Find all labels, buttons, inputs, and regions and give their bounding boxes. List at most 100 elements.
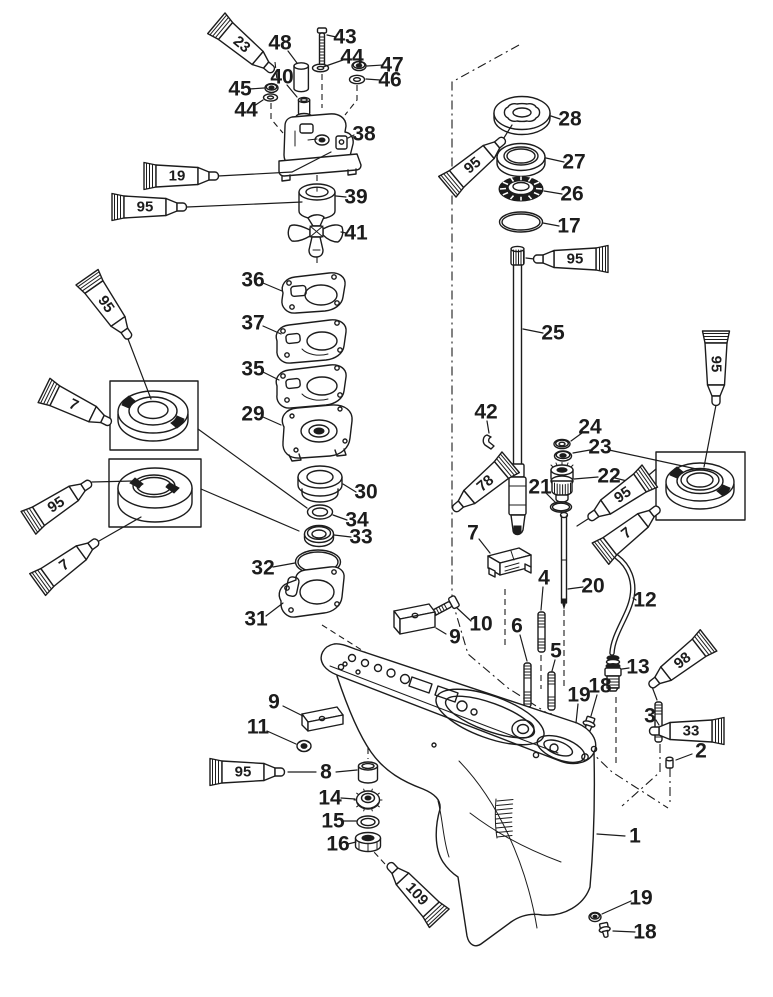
callout-leader-line xyxy=(333,534,352,538)
callout-leader-line xyxy=(265,602,284,617)
part-number-label: 2 xyxy=(695,740,707,763)
part-number-label: 12 xyxy=(633,589,656,612)
gearcase-housing-1 xyxy=(320,643,598,947)
callout-leader-line xyxy=(287,50,298,64)
part-number-label: 27 xyxy=(562,151,585,174)
part-number-label: 3 xyxy=(644,705,656,728)
alignment-dash-line xyxy=(274,61,278,81)
part-number-label: 41 xyxy=(344,222,368,245)
part-number-label: 19 xyxy=(567,684,590,707)
part-number-label: 37 xyxy=(241,312,264,335)
water-hose-12 xyxy=(609,554,636,656)
part-number-label: 14 xyxy=(318,787,342,810)
leader-line xyxy=(217,151,332,177)
part-number-label: 31 xyxy=(244,608,268,631)
lubricant-tube: 95 xyxy=(209,757,286,787)
lubricant-tube: 78 xyxy=(451,451,521,513)
callout-leader-line xyxy=(567,586,584,590)
callout-leader-line xyxy=(478,538,491,554)
lubricant-tube: 95 xyxy=(587,464,659,522)
part-number-label: 18 xyxy=(633,921,657,944)
callout-leader-line xyxy=(550,115,561,120)
part-number-label: 48 xyxy=(268,32,292,55)
part-number-label: 7 xyxy=(467,522,479,545)
oil-seal-33 xyxy=(303,524,335,548)
callout-leader-line xyxy=(545,492,557,504)
part-number-label: 38 xyxy=(352,123,376,146)
part-number-label: 25 xyxy=(541,322,565,345)
gasket-35 xyxy=(275,364,347,409)
part-number-label: 47 xyxy=(380,54,403,77)
tube-label: 19 xyxy=(169,168,186,185)
nut-11 xyxy=(296,739,312,753)
part-number-label: 42 xyxy=(474,401,497,424)
pin-2 xyxy=(665,756,674,769)
part-number-label: 15 xyxy=(321,810,345,833)
washer-24 xyxy=(553,438,571,450)
oil-seal-34 xyxy=(306,504,334,520)
leader-line xyxy=(186,201,303,208)
part-number-label: 34 xyxy=(345,509,369,532)
leader-line xyxy=(608,449,702,471)
callout-leader-line xyxy=(282,705,304,717)
part-number-label: 9 xyxy=(268,691,280,714)
callout-leader-line xyxy=(272,562,296,568)
tube-label: 95 xyxy=(235,764,252,781)
callout-leader-line xyxy=(573,476,599,480)
callout-leader-line xyxy=(575,703,579,724)
washer-44-left xyxy=(262,93,279,102)
callout-leader-line xyxy=(347,134,355,139)
callout-leader-line xyxy=(655,719,660,726)
callout-leader-line xyxy=(332,514,348,521)
washer-23 xyxy=(553,450,573,462)
callout-leader-line xyxy=(519,634,528,662)
part-number-label: 16 xyxy=(326,833,349,856)
leader-line xyxy=(197,428,308,509)
part-number-label: 45 xyxy=(228,78,252,101)
water-pump-housing-38 xyxy=(278,112,362,182)
callout-leader-line xyxy=(347,841,357,845)
callout-leader-line xyxy=(590,694,598,717)
sleeve-40 xyxy=(297,96,311,117)
callout-leader-line xyxy=(262,416,282,426)
pump-base-29 xyxy=(281,404,353,462)
group-boundary-dashdot-line xyxy=(451,44,520,600)
part-number-label: 39 xyxy=(344,186,367,209)
part-number-label: 1 xyxy=(629,825,641,848)
gasket-plate-31 xyxy=(278,566,345,618)
face-plate-36 xyxy=(281,272,346,314)
callout-leader-line xyxy=(262,325,282,335)
tube-nozzle xyxy=(648,505,661,518)
tube-nozzle xyxy=(532,254,544,264)
part-number-label: 13 xyxy=(626,656,649,679)
tube-nozzle xyxy=(87,538,100,551)
stud-4 xyxy=(537,611,546,653)
part-number-label: 22 xyxy=(597,465,620,488)
impeller-cup-39 xyxy=(298,183,336,220)
callout-leader-line xyxy=(486,420,490,434)
part-number-label: 29 xyxy=(241,403,264,426)
leader-line xyxy=(525,257,535,260)
washer-46 xyxy=(348,74,366,85)
o-ring-17 xyxy=(498,211,544,233)
callout-leader-line xyxy=(522,328,544,334)
gasket-37 xyxy=(275,319,347,364)
tube-label: 33 xyxy=(683,723,700,740)
part-number-label: 10 xyxy=(469,613,492,636)
callout-leader-line xyxy=(335,769,358,773)
callout-leader-line xyxy=(262,371,280,381)
lubricant-tube: 7 xyxy=(29,538,100,597)
callout-leader-line xyxy=(435,627,447,635)
nut-16 xyxy=(354,831,382,853)
clip-42 xyxy=(482,434,495,450)
part-number-label: 11 xyxy=(247,716,270,739)
tube-nozzle xyxy=(451,500,465,513)
part-number-label: 21 xyxy=(528,476,552,499)
part-number-label: 44 xyxy=(234,99,258,122)
callout-leader-line xyxy=(286,84,298,98)
detail-box-upper-bearing xyxy=(109,380,199,451)
lubricant-tube: 95 xyxy=(532,244,609,274)
callout-leader-line xyxy=(248,87,265,90)
part-number-label: 26 xyxy=(560,183,583,206)
